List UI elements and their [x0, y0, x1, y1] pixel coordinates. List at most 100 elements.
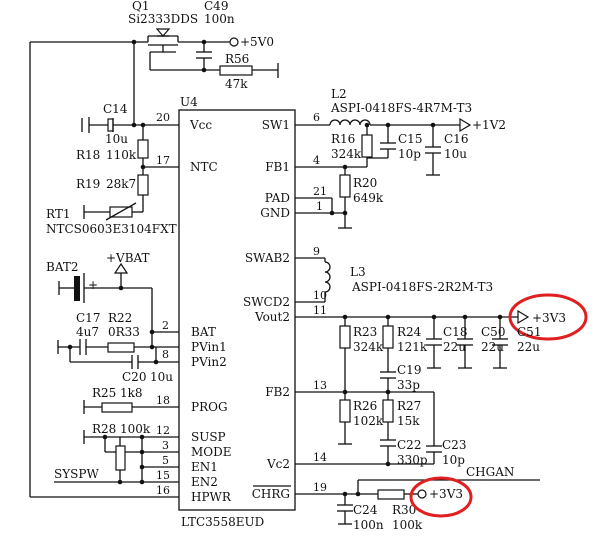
pin-num-vout2: 11 [313, 304, 327, 317]
net-3v3-pullup-terminal [417, 489, 427, 499]
c51-value: 22u [517, 340, 540, 354]
pin-num-en2: 15 [156, 469, 170, 482]
pin-num-ntc: 17 [156, 154, 170, 167]
c17-ref: C17 [76, 311, 100, 325]
pin-name-chrg: CHRG [252, 487, 290, 501]
r28-value: 100k [120, 422, 151, 436]
c14-ref: C14 [103, 102, 128, 116]
rt1-ref: RT1 [46, 207, 70, 221]
r22-resistor [107, 342, 135, 353]
r20-resistor [339, 174, 351, 198]
r27-value: 15k [397, 414, 420, 428]
r26-value: 102k [353, 414, 384, 428]
highlight-3v3-out [508, 293, 588, 341]
l2-inductor [329, 119, 371, 126]
pin-name-pad: PAD [265, 191, 290, 205]
vbat-arrow-icon [113, 262, 129, 274]
pin-name-swcd2: SWCD2 [243, 295, 290, 309]
r22-value: 0R33 [108, 325, 140, 339]
r16-value: 324k [331, 147, 362, 161]
pin-name-gnd: GND [260, 206, 290, 220]
r18-resistor [137, 139, 149, 159]
c51-ref: C51 [517, 325, 541, 339]
pin-num-hpwr: 16 [156, 484, 170, 497]
q1-ref: Q1 [132, 0, 149, 13]
r18-ref: R18 [76, 148, 100, 162]
pin-num-en1: 5 [162, 454, 169, 467]
r19-ref: R19 [76, 177, 100, 191]
c16-ref: C16 [444, 132, 468, 146]
r30-resistor [377, 489, 405, 500]
r24-resistor [382, 325, 394, 349]
l2-value: ASPI-0418FS-4R7M-T3 [330, 101, 472, 115]
pin-num-gnd: 1 [316, 200, 323, 213]
r30-value: 100k [392, 518, 423, 532]
c22-ref: C22 [397, 438, 421, 452]
net-5v0-label: +5V0 [240, 35, 274, 49]
net-vbat-label: +VBAT [106, 251, 150, 265]
r25-value: 1k8 [120, 386, 143, 400]
c50-ref: C50 [481, 325, 505, 339]
c49-capacitor [196, 42, 212, 70]
c50-value: 22u [481, 340, 504, 354]
pin-num-chrg: 19 [313, 481, 327, 494]
r20-ref: R20 [353, 176, 377, 190]
pin-name-en1: EN1 [191, 460, 218, 474]
r23-value: 324k [353, 340, 384, 354]
c16-value: 10u [444, 147, 467, 161]
r56-value: 47k [225, 77, 248, 91]
l3-inductor [324, 261, 331, 293]
c14-value: 10u [105, 132, 128, 146]
pin-name-vout2: Vout2 [254, 310, 290, 324]
c24-ref: C24 [353, 503, 378, 517]
r16-resistor [361, 134, 373, 158]
c19-ref: C19 [397, 363, 421, 377]
pin-name-fb2: FB2 [265, 385, 290, 399]
rt1-value: NTCS0603E3104FXT [46, 222, 177, 236]
pin-name-prog: PROG [191, 400, 228, 414]
pin-name-susp: SUSP [191, 430, 226, 444]
r30-ref: R30 [392, 503, 416, 517]
highlight-3v3-pullup [409, 476, 473, 518]
bat2-plus: + [88, 278, 98, 292]
r56-resistor [219, 65, 253, 76]
pin-name-pvin2: PVin2 [191, 355, 227, 369]
r24-ref: R24 [397, 325, 422, 339]
r24-value: 121k [397, 340, 428, 354]
c15-value: 10p [398, 147, 421, 161]
pin-num-prog: 18 [156, 394, 170, 407]
c19-value: 33p [397, 378, 420, 392]
l2-ref: L2 [331, 87, 347, 101]
pin-num-vc2: 14 [313, 451, 327, 464]
pin-name-en2: EN2 [191, 475, 218, 489]
v1v2-arrow-icon [459, 117, 472, 133]
r18-value: 110k [106, 148, 137, 162]
c18-value: 22u [443, 340, 466, 354]
pin-name-swab2: SWAB2 [245, 251, 290, 265]
pin-num-susp: 12 [156, 424, 170, 437]
bat2-ref: BAT2 [46, 260, 78, 274]
r26-ref: R26 [353, 399, 377, 413]
pin-num-fb1: 4 [313, 154, 320, 167]
ic-ref: U4 [180, 95, 198, 109]
c49-ref: C49 [204, 0, 228, 13]
c15-ref: C15 [398, 132, 422, 146]
c22-value: 330p [397, 453, 428, 467]
net-5v0-terminal [229, 37, 239, 47]
r56-ref: R56 [225, 52, 249, 66]
pin-name-pvin1: PVin1 [191, 340, 227, 354]
c18-ref: C18 [443, 325, 467, 339]
ic-part-number: LTC3558EUD [181, 515, 264, 529]
pin-num-mode: 3 [162, 439, 169, 452]
pin-name-hpwr: HPWR [191, 490, 232, 504]
c20-value: 10u [150, 370, 173, 384]
ic-u4-body [178, 109, 296, 511]
pin-num-bat: 2 [162, 319, 169, 332]
pin-num-swcd2: 10 [313, 289, 327, 302]
c23-value: 10p [442, 453, 465, 467]
c49-value: 100n [204, 12, 235, 26]
r27-ref: R27 [397, 399, 421, 413]
r25-resistor [101, 402, 133, 413]
l3-value: ASPI-0418FS-2R2M-T3 [351, 280, 493, 294]
